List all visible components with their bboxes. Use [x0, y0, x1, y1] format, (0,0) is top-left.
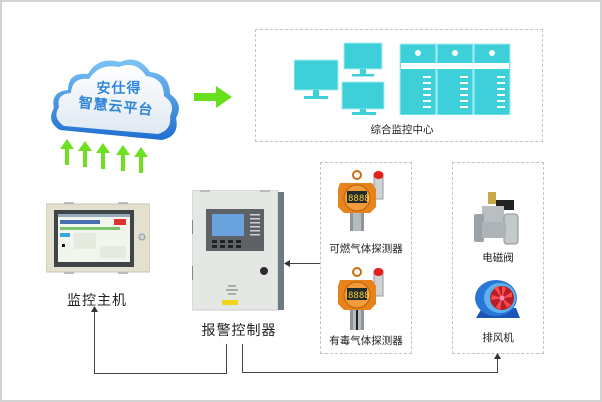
- solenoid-valve-icon: [474, 192, 519, 245]
- arrowhead-icon: [284, 260, 290, 267]
- exhaust-fan-icon: [475, 280, 520, 318]
- arrow-right-icon: [194, 86, 232, 108]
- connector-actuators-up: [497, 356, 498, 373]
- connector-controller-down-2: [242, 344, 243, 373]
- connector-controller-down: [226, 344, 227, 374]
- detectors-box: [320, 162, 412, 354]
- detector-display-1: 8888: [348, 194, 370, 204]
- toxic-gas-detector-icon: 8888: [338, 267, 384, 330]
- connector-controller-to-actuators: [242, 372, 498, 373]
- alarm-controller-label: 报警控制器: [201, 323, 277, 339]
- combustible-gas-detector-icon: 8888: [338, 170, 384, 231]
- monitoring-host-label: 监控主机: [67, 293, 127, 309]
- exhaust-fan-label: 排风机: [482, 332, 514, 344]
- actuators-box: [452, 162, 544, 354]
- cloud-icon: [51, 59, 179, 140]
- solenoid-valve-label: 电磁阀: [482, 252, 514, 264]
- connector-detectors-to-controller: [286, 263, 320, 264]
- arrowhead-icon: [494, 353, 501, 359]
- detector-display-2: 8888: [348, 291, 370, 301]
- arrowhead-icon: [91, 306, 98, 312]
- combustible-gas-detector-label: 可燃气体探测器: [329, 243, 403, 255]
- toxic-gas-detector-label: 有毒气体探测器: [329, 335, 403, 347]
- connector-controller-to-host: [94, 373, 227, 374]
- monitoring-center-icon: [294, 42, 511, 115]
- cloud-title-line1: 安仕得: [96, 81, 142, 97]
- monitoring-host-icon: [46, 202, 150, 274]
- alarm-controller-icon: [192, 190, 284, 311]
- monitoring-center-box: [255, 29, 543, 142]
- upload-arrows-icon: [60, 139, 148, 173]
- connector-host-up: [94, 310, 95, 374]
- monitoring-center-label: 综合监控中心: [370, 124, 434, 136]
